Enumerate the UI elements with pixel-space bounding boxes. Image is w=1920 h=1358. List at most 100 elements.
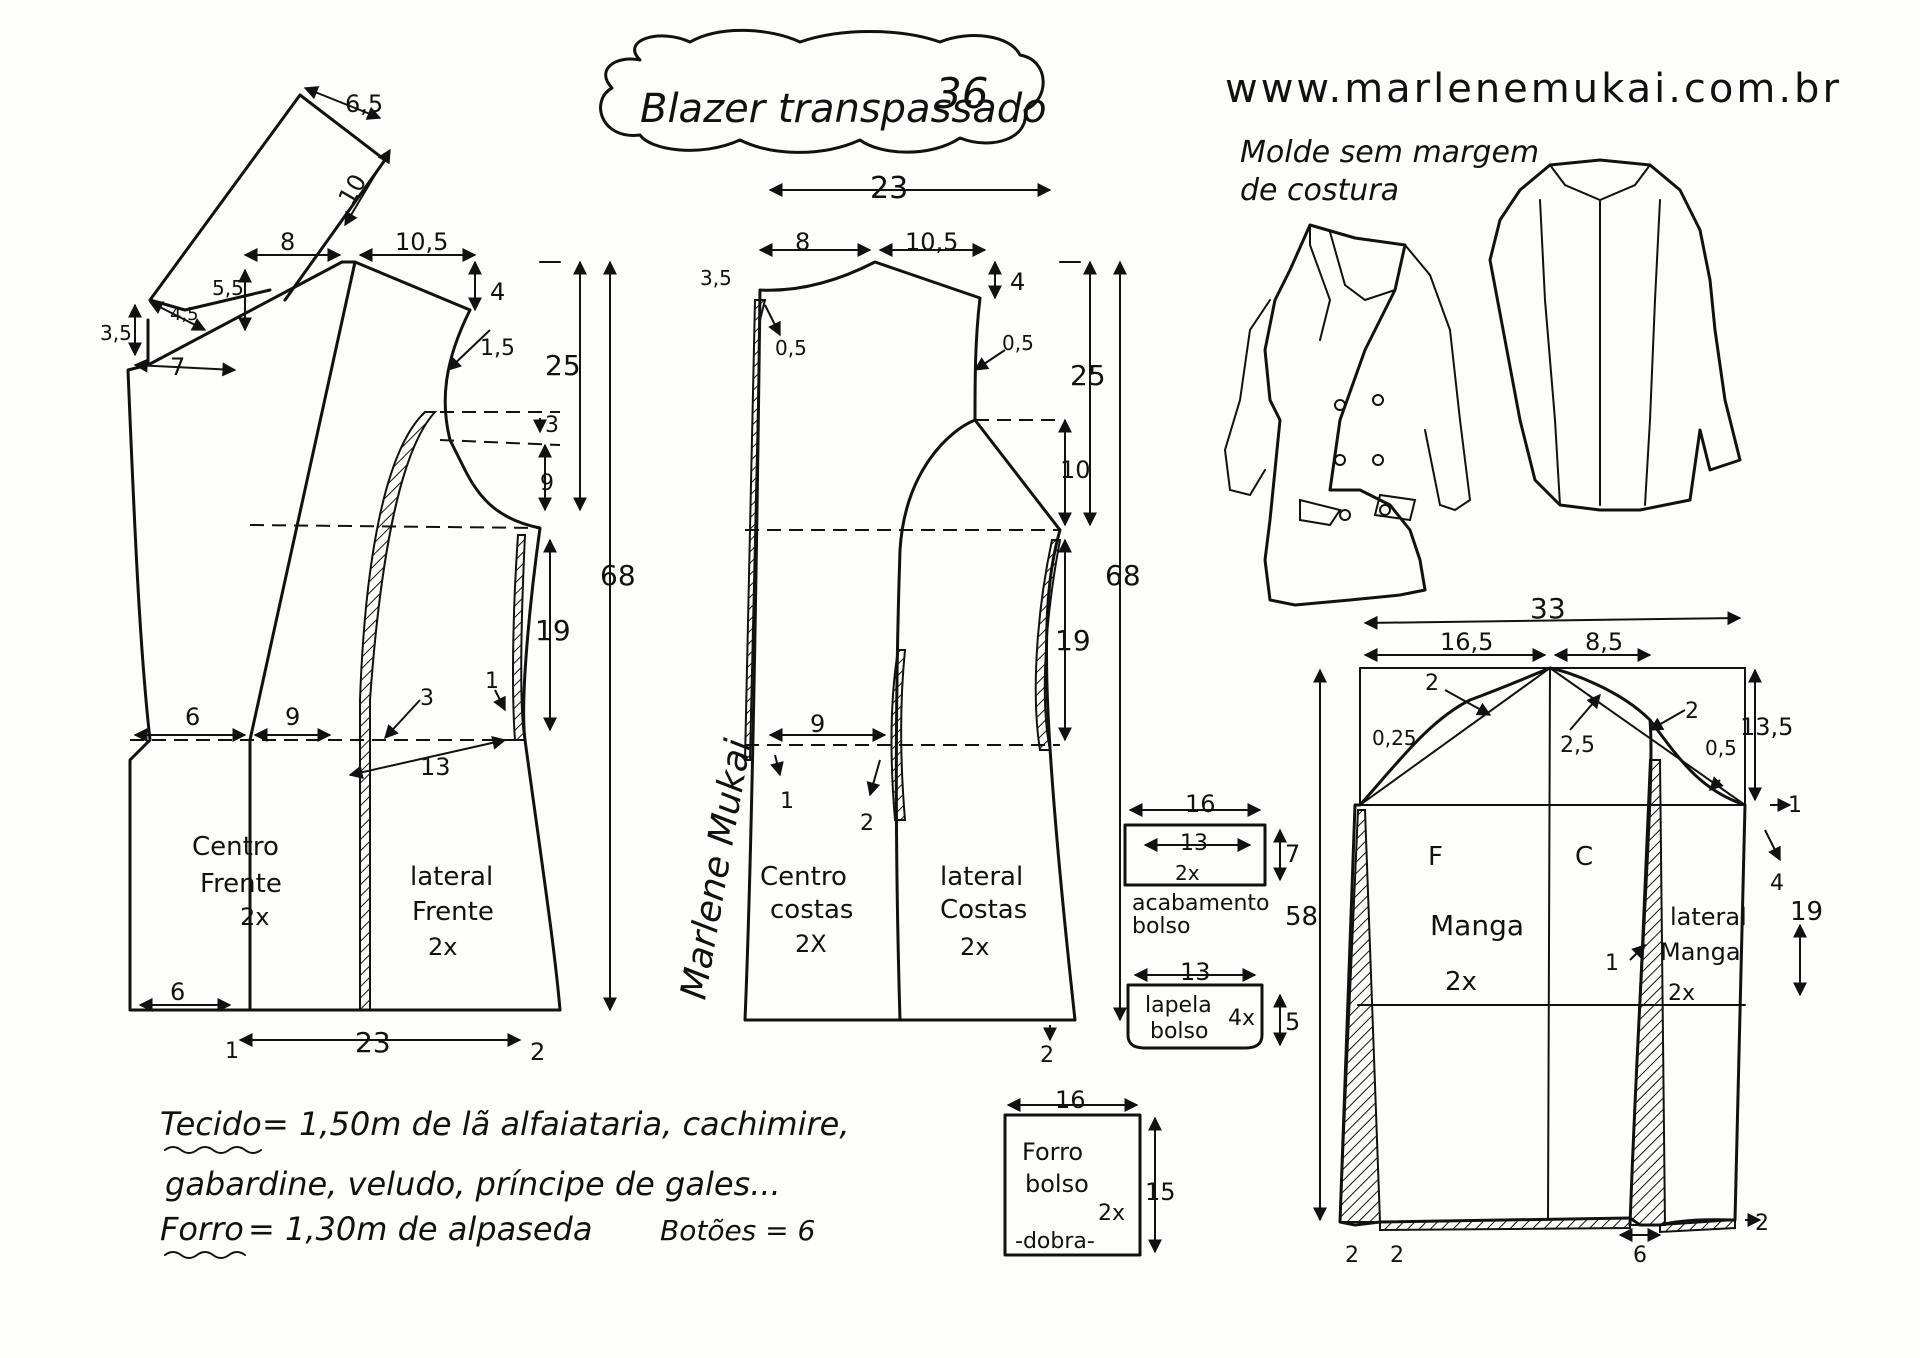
front-m3a: 3 xyxy=(545,413,559,438)
back-m105: 10,5 xyxy=(905,228,958,256)
acab-w: 16 xyxy=(1185,790,1216,818)
pocket-flap-piece: 13 lapela bolso 4x 5 xyxy=(1126,958,1300,1050)
front-pattern xyxy=(126,93,562,1012)
back-m25: 25 xyxy=(1070,359,1106,392)
sleeve-m4: 4 xyxy=(1770,871,1784,896)
sleeve-m85: 8,5 xyxy=(1585,628,1623,656)
sleeve-m165: 16,5 xyxy=(1440,628,1493,656)
sleeve-measures xyxy=(1313,611,1807,1242)
fabric-notes: Tecido = 1,50m de lã alfaiataria, cachim… xyxy=(160,1105,850,1259)
forro-note-text: = 1,30m de alpaseda xyxy=(248,1210,592,1248)
back-center-label-3: 2X xyxy=(795,930,827,958)
front-side-label-1: lateral xyxy=(410,862,493,892)
back-m4: 4 xyxy=(1010,268,1025,296)
sleeve-m2c: 2 xyxy=(1345,1243,1359,1268)
sleeve-m2d: 2 xyxy=(1390,1243,1404,1268)
back-pattern xyxy=(743,260,1081,1022)
front-m9a: 9 xyxy=(540,471,554,496)
acab-inner: 13 xyxy=(1180,831,1208,856)
back-measures xyxy=(758,183,1127,1042)
tecido-text-2: gabardine, veludo, príncipe de gales... xyxy=(165,1165,781,1203)
front-m8: 8 xyxy=(280,228,295,256)
sleeve-m2a: 2 xyxy=(1425,671,1439,696)
back-m2b: 2 xyxy=(1040,1043,1054,1068)
lapela-h: 5 xyxy=(1285,1008,1300,1036)
sleeve-label-manga: Manga xyxy=(1430,909,1524,942)
back-m35: 3,5 xyxy=(700,266,732,290)
sleeve-lat-2: Manga xyxy=(1660,938,1741,966)
sleeve-label-f: F xyxy=(1428,842,1443,872)
front-m9b: 9 xyxy=(285,703,300,731)
sleeve-labels: 33 16,5 8,5 2 0,25 2 2,5 0,5 13,5 1 4 58… xyxy=(1285,592,1823,1268)
back-m8: 8 xyxy=(795,228,810,256)
sleeve-m1: 1 xyxy=(1788,793,1802,818)
front-lapel-h: 10 xyxy=(333,169,373,209)
botoes-text: Botões = 6 xyxy=(660,1214,815,1247)
sleeve-lat-3: 2x xyxy=(1668,981,1695,1006)
front-m19: 19 xyxy=(535,614,571,647)
back-m10: 10 xyxy=(1060,456,1091,484)
sleeve-m25: 2,5 xyxy=(1560,733,1595,758)
front-m68: 68 xyxy=(600,559,636,592)
title-text: Blazer transpassado xyxy=(640,86,1047,132)
lapela-w: 13 xyxy=(1180,958,1211,986)
front-m6b: 6 xyxy=(170,978,185,1006)
sleeve-m6: 6 xyxy=(1633,1243,1647,1268)
sleeve-m58: 58 xyxy=(1285,902,1318,932)
acab-label-1: acabamento xyxy=(1132,891,1270,916)
front-m1b: 1 xyxy=(225,1039,239,1064)
lapela-qty: 4x xyxy=(1228,1006,1255,1031)
back-m68: 68 xyxy=(1105,559,1141,592)
forro-h: 15 xyxy=(1145,1178,1176,1206)
forro-note-label: Forro xyxy=(160,1210,244,1248)
front-m2: 2 xyxy=(530,1038,545,1066)
front-m25: 25 xyxy=(545,349,581,382)
title-cloud: Blazer transpassado 36 xyxy=(599,28,1047,154)
forro-label-2: bolso xyxy=(1025,1170,1089,1198)
front-m55: 5,5 xyxy=(212,276,244,300)
lapela-label-2: bolso xyxy=(1150,1019,1208,1044)
tecido-label: Tecido xyxy=(160,1105,262,1143)
front-measures xyxy=(128,86,617,1047)
sleeve-m135: 13,5 xyxy=(1740,713,1793,741)
tecido-text: = 1,50m de lã alfaiataria, cachimire, xyxy=(262,1105,850,1143)
website-url: www.marlenemukai.com.br xyxy=(1225,66,1842,112)
forro-qty: 2x xyxy=(1098,1201,1125,1226)
sleeve-m2b: 2 xyxy=(1685,699,1699,724)
front-labels: 6,5 10 4,5 8 10,5 5,5 3,5 7 4 1,5 25 3 9… xyxy=(100,90,636,1066)
back-m19: 19 xyxy=(1055,624,1091,657)
sleeve-pattern xyxy=(1338,666,1747,1234)
front-m6a: 6 xyxy=(185,703,200,731)
back-m2a: 2 xyxy=(860,811,874,836)
blazer-back-sketch xyxy=(1488,158,1742,512)
front-m13: 13 xyxy=(420,753,451,781)
front-m23: 23 xyxy=(355,1026,391,1059)
front-m4: 4 xyxy=(490,278,505,306)
back-m05b: 0,5 xyxy=(1002,331,1034,355)
sleeve-m05: 0,5 xyxy=(1705,736,1737,760)
note-line-1: Molde sem margem xyxy=(1240,135,1539,170)
front-center-label-3: 2x xyxy=(240,903,269,931)
note-line-2: de costura xyxy=(1240,173,1399,208)
front-lapel-small: 4,5 xyxy=(170,304,199,325)
back-m1: 1 xyxy=(780,789,794,814)
sleeve-label-qty: 2x xyxy=(1445,967,1477,997)
front-m3b: 3 xyxy=(420,686,434,711)
back-side-label-3: 2x xyxy=(960,933,989,961)
acab-label-2: bolso xyxy=(1132,914,1190,939)
forro-label-1: Forro xyxy=(1022,1138,1083,1166)
back-side-label-1: lateral xyxy=(940,862,1023,892)
sleeve-m1b: 1 xyxy=(1605,951,1619,976)
back-side-label-2: Costas xyxy=(940,895,1027,925)
sleeve-m19: 19 xyxy=(1790,897,1823,927)
front-m15: 1,5 xyxy=(480,336,515,361)
front-side-label-2: Frente xyxy=(412,897,494,927)
front-center-label-1: Centro xyxy=(192,832,279,862)
sleeve-label-c: C xyxy=(1575,842,1593,872)
back-m9: 9 xyxy=(810,710,825,738)
back-labels: 23 8 10,5 3,5 4 0,5 0,5 25 10 68 19 9 1 … xyxy=(700,171,1141,1068)
back-center-label-2: costas xyxy=(770,895,853,925)
front-center-label-2: Frente xyxy=(200,869,282,899)
sleeve-m33: 33 xyxy=(1530,592,1566,625)
